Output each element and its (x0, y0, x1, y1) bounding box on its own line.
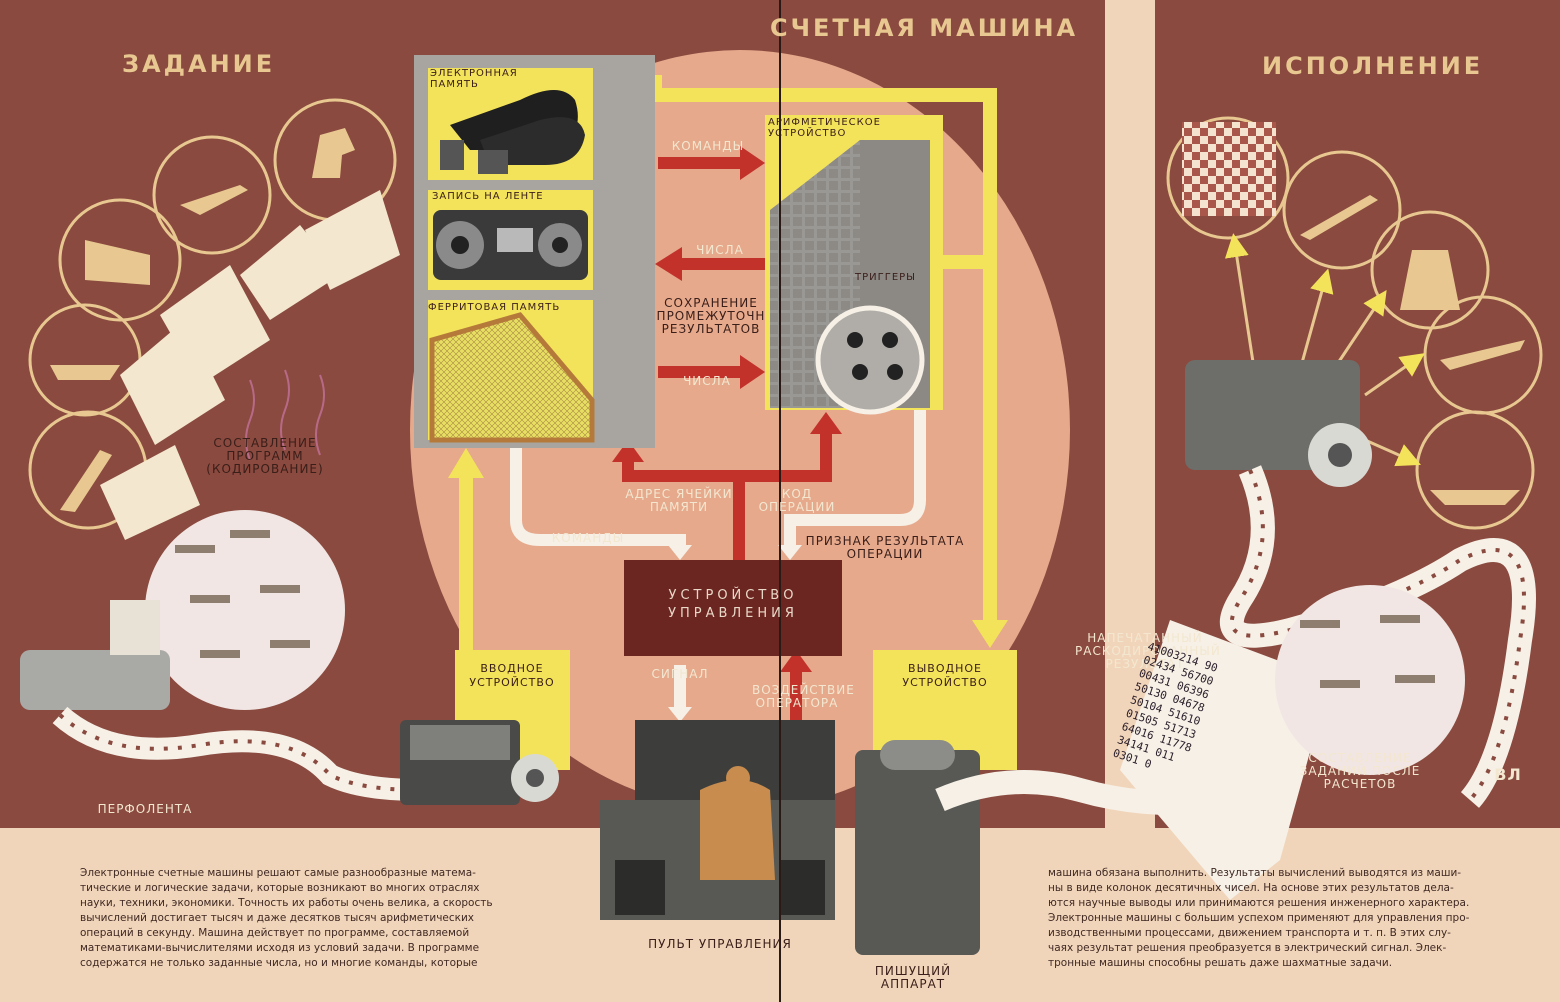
text-left-line: математиками-вычислителями исходя из усл… (80, 942, 480, 954)
label-numbers-left: ЧИСЛА (696, 243, 744, 257)
output-device-label: ВЫВОДНОЕ УСТРОЙСТВО (902, 662, 988, 689)
label-storing-intermediate: СОХРАНЕНИЕ ПРОМЕЖУТОЧН РЕЗУЛЬТАТОВ (656, 296, 766, 336)
label-programming: СОСТАВЛЕНИЕ ПРОГРАММ (КОДИРОВАНИЕ) (206, 436, 324, 476)
text-right: машина обязана выполнить. Результаты выч… (1048, 866, 1526, 971)
ferrite-mesh (429, 312, 595, 443)
label-triggers: ТРИГГЕРЫ (855, 272, 916, 283)
label-ferrite-memory: ФЕРРИТОВАЯ ПАМЯТЬ (428, 302, 561, 313)
execution-icons (1300, 195, 1525, 505)
label-printer: ПИШУЩИЙ АППАРАТ (874, 964, 952, 991)
label-commands-top: КОМАНДЫ (671, 139, 745, 153)
input-device-label: ВВОДНОЕ УСТРОЙСТВО (469, 662, 555, 689)
electron-tube-drawing (440, 90, 585, 174)
text-left-line: Электронные счетные машины решают самые … (80, 867, 476, 879)
text-left-line: содержатся не только заданные числа, но … (80, 957, 478, 969)
label-printed-result: НАПЕЧАТАННЫЙ РАСКОДИРОВАННЫЙ РЕЗУЛЬТАТ (1075, 631, 1221, 671)
wavy-lines (245, 369, 325, 461)
teletype (20, 650, 170, 710)
text-right-line: изводственными процессами, движением тра… (1048, 927, 1451, 939)
task-icons (50, 128, 355, 512)
operator (700, 780, 775, 880)
tape-reels-drawing (433, 210, 588, 280)
text-right-line: чаях результат решения преобразуется в э… (1048, 942, 1447, 954)
analysts-disk (1275, 585, 1465, 775)
label-tasks-after: СОСТАВЛЕНИЕ ЗАДАНИЙ ПОСЛЕ РАСЧЕТОВ (1299, 751, 1421, 791)
text-right-line: тронные машины способны решать даже шахм… (1048, 957, 1393, 969)
label-signal: СИГНАЛ (651, 667, 709, 681)
heading-machine: СЧЕТНАЯ МАШИНА (770, 14, 1079, 42)
label-cell-address: АДРЕС ЯЧЕЙКИ ПАМЯТИ (625, 487, 733, 514)
label-operation-code: КОД ОПЕРАЦИИ (758, 487, 836, 514)
label-commands-bottom: КОМАНДЫ (551, 531, 625, 545)
label-tape-record: ЗАПИСЬ НА ЛЕНТЕ (432, 191, 544, 202)
control-unit-label: УСТРОЙСТВО УПРАВЛЕНИЯ (668, 588, 798, 621)
programmers-disk (145, 510, 345, 710)
text-left-line: тические и логические задачи, которые во… (80, 882, 480, 894)
text-left-line: операций в секунду. Машина действует по … (80, 927, 470, 939)
text-right-line: ны в виде колонок десятичных чисел. На о… (1048, 882, 1454, 894)
label-operator-action: ВОЗДЕЙСТВИЕ ОПЕРАТОРА (752, 683, 855, 710)
text-right-line: ются научные выводы или принимаются реше… (1048, 897, 1470, 909)
heading-task: ЗАДАНИЕ (122, 50, 276, 78)
label-control-panel: ПУЛЬТ УПРАВЛЕНИЯ (648, 937, 792, 951)
text-left-line: вычислений достигает тысяч и даже десятк… (80, 912, 475, 924)
arrow-down-output (972, 620, 1008, 648)
label-result-sign: ПРИЗНАК РЕЗУЛЬТАТА ОПЕРАЦИИ (805, 534, 965, 561)
heading-execution: ИСПОЛНЕНИЕ (1262, 52, 1484, 80)
program-sheets (100, 190, 400, 540)
punched-tape-right (1219, 465, 1536, 808)
control-unit-box (624, 560, 842, 656)
text-left: Электронные счетные машины решают самые … (80, 866, 540, 971)
artist-signature: ВЛ (1494, 765, 1522, 784)
text-right-line: Электронные машины с большим успехом при… (1048, 912, 1470, 924)
label-numbers-right: ЧИСЛА (683, 374, 731, 388)
label-electronic-memory: ЭЛЕКТРОННАЯ ПАМЯТЬ (430, 68, 518, 90)
trigger-magnifier (815, 305, 925, 415)
programmer-desks (175, 530, 310, 658)
label-arithmetic-unit: АРИФМЕТИЧЕСКОЕ УСТРОЙСТВО (768, 117, 881, 139)
text-right-line: машина обязана выполнить. Результаты выч… (1048, 867, 1462, 879)
label-punched-tape: ПЕРФОЛЕНТА (97, 802, 193, 816)
arrow-up-input (448, 448, 484, 478)
text-left-line: науки, техники, экономики. Точность их р… (80, 897, 493, 909)
white-flow-lines (510, 410, 926, 710)
